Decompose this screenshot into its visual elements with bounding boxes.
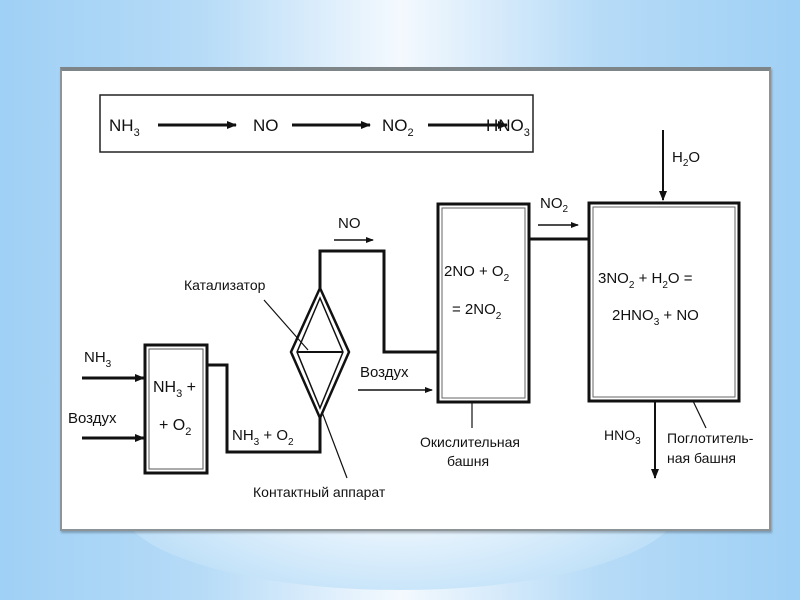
chain-hno3: HNO3 — [486, 116, 530, 139]
oxidation-eq-line-2: = 2NO2 — [452, 301, 502, 322]
mixer-box-inner — [148, 348, 204, 470]
pipe-contact-to-oxidation — [318, 249, 438, 354]
apparatus-label: Контактный аппарат — [253, 484, 386, 500]
mixer-line-1: NH3 + — [153, 379, 196, 400]
input-air-label: Воздух — [68, 410, 117, 427]
mixer-line-2: + O2 — [159, 417, 191, 438]
chain-nh3: NH3 — [109, 116, 140, 139]
contact-apparatus — [289, 284, 351, 422]
absorption-tower-inner — [592, 206, 736, 398]
flow-no2-label: NO2 — [540, 195, 569, 215]
oxidation-tower-inner — [441, 207, 526, 399]
absorption-tower — [587, 201, 741, 403]
chain-no: NO — [253, 116, 279, 135]
catalyst-label: Катализатор — [184, 277, 266, 293]
catalyst-leader-line — [263, 299, 309, 351]
chain-no2: NO2 — [382, 116, 414, 139]
flow-no-label: NO — [338, 215, 361, 232]
absorption-leader-line — [692, 400, 707, 429]
apparatus-leader-line — [321, 411, 348, 479]
pipe-mix-label: NH3 + O2 — [232, 427, 294, 448]
input-air-2-label: Воздух — [360, 364, 409, 381]
pipe-mixer-to-contact — [207, 363, 322, 454]
input-h2o-label: H2O — [672, 149, 700, 169]
oxidation-label-line-1: Окислительная — [420, 434, 520, 450]
output-hno3-label: HNO3 — [604, 427, 641, 447]
absorption-eq-line-1: 3NO2 + H2O = — [598, 270, 693, 291]
oxidation-eq-line-1: 2NO + O2 — [444, 263, 510, 284]
input-nh3-label: NH3 — [84, 349, 112, 370]
oxidation-label-line-2: башня — [447, 453, 489, 469]
absorption-label-line-2: ная башня — [667, 450, 736, 466]
oxidation-tower — [436, 202, 531, 404]
absorption-eq-line-2: 2HNO3 + NO — [612, 307, 699, 328]
absorption-label-line-1: Поглотитель- — [667, 430, 754, 446]
mixer-box — [143, 343, 209, 475]
